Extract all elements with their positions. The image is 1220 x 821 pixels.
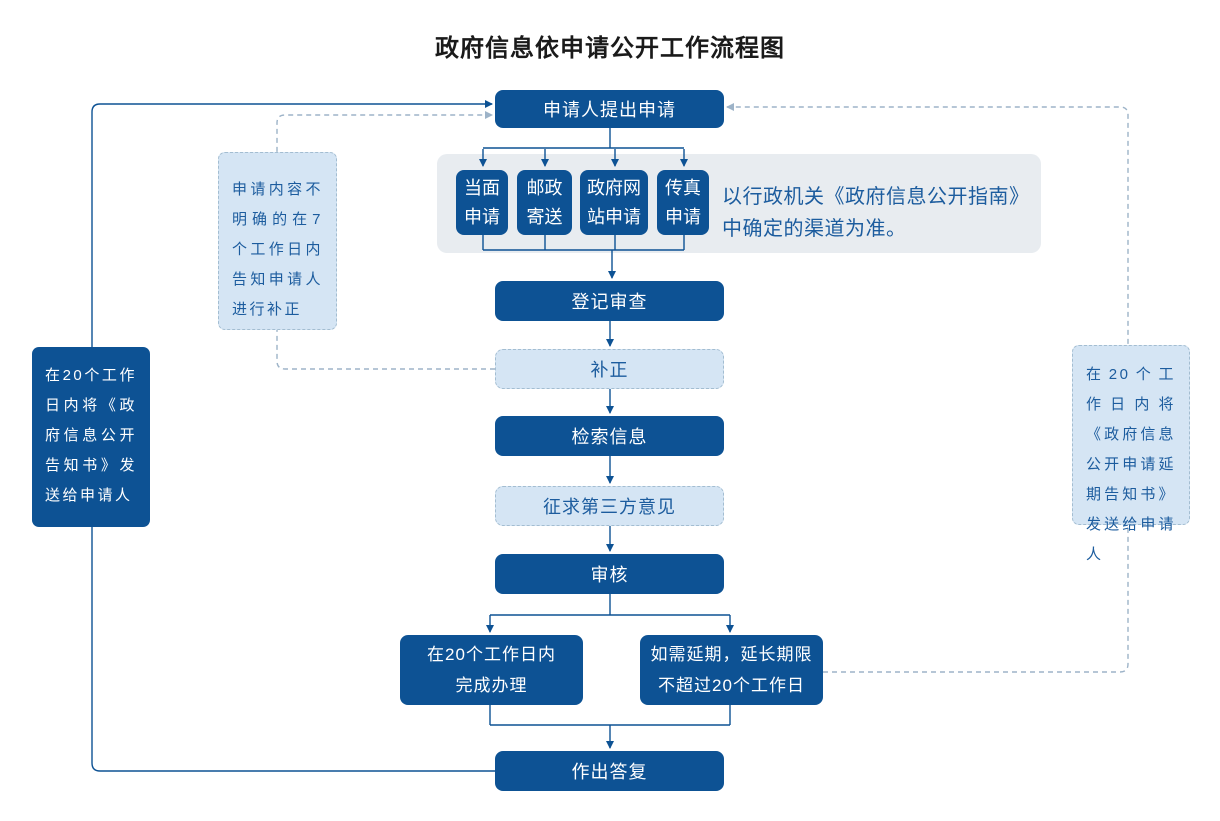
- node-extend-line: 不超过20个工作日: [658, 676, 805, 695]
- channel-line: 政府网: [587, 177, 641, 198]
- node-complete-line: 完成办理: [455, 676, 528, 695]
- node-complete: 在20个工作日内 完成办理: [400, 635, 583, 705]
- extend-to-apply-dashed-line: [726, 103, 1129, 673]
- split-to-channels-line: [483, 127, 684, 149]
- node-supplement: 补正: [495, 349, 724, 389]
- node-review: 审核: [495, 554, 724, 594]
- node-channel-mail: 邮政 寄送: [517, 170, 572, 235]
- node-third-party: 征求第三方意见: [495, 486, 724, 526]
- split-after-review-line: [490, 594, 730, 616]
- page-title: 政府信息依申请公开工作流程图: [435, 35, 785, 62]
- node-apply: 申请人提出申请: [495, 90, 724, 128]
- channel-line: 传真: [665, 177, 701, 198]
- node-extend: 如需延期，延长期限 不超过20个工作日: [640, 635, 823, 705]
- node-extend-line: 如需延期，延长期限: [650, 645, 813, 664]
- channel-line: 申请: [464, 206, 500, 227]
- channel-note: 以行政机关《政府信息公开指南》 中确定的渠道为准。: [722, 181, 1030, 245]
- node-complete-line: 在20个工作日内: [427, 645, 556, 664]
- node-channel-fax: 传真 申请: [657, 170, 709, 235]
- supplement-to-apply-dashed-line: [276, 111, 495, 370]
- dashed-connectors: [276, 103, 1129, 673]
- channel-line: 当面: [464, 177, 500, 198]
- node-search: 检索信息: [495, 416, 724, 456]
- merge-before-reply-line: [489, 705, 731, 726]
- merge-from-channels-line: [482, 235, 685, 251]
- node-channel-website: 政府网 站申请: [580, 170, 648, 235]
- channel-note-line: 中确定的渠道为准。: [722, 218, 907, 240]
- node-register: 登记审查: [495, 281, 724, 321]
- channel-note-line: 以行政机关《政府信息公开指南》: [722, 186, 1030, 208]
- channel-line: 站申请: [587, 206, 641, 227]
- supplement-annotation: 申请内容不明确的在7个工作日内告知申请人进行补正: [218, 152, 337, 330]
- node-reply: 作出答复: [495, 751, 724, 791]
- extend-annotation: 在20个工作日内将《政府信息公开申请延期告知书》 发送给申请人: [1072, 345, 1190, 563]
- channel-line: 邮政: [526, 177, 563, 198]
- channel-line: 申请: [665, 206, 701, 227]
- channel-line: 寄送: [526, 206, 563, 227]
- node-channel-in-person: 当面 申请: [456, 170, 508, 235]
- left-notice-annotation: 在20个工作日内将《政府信息公开告知书》发送给申请人: [32, 347, 150, 527]
